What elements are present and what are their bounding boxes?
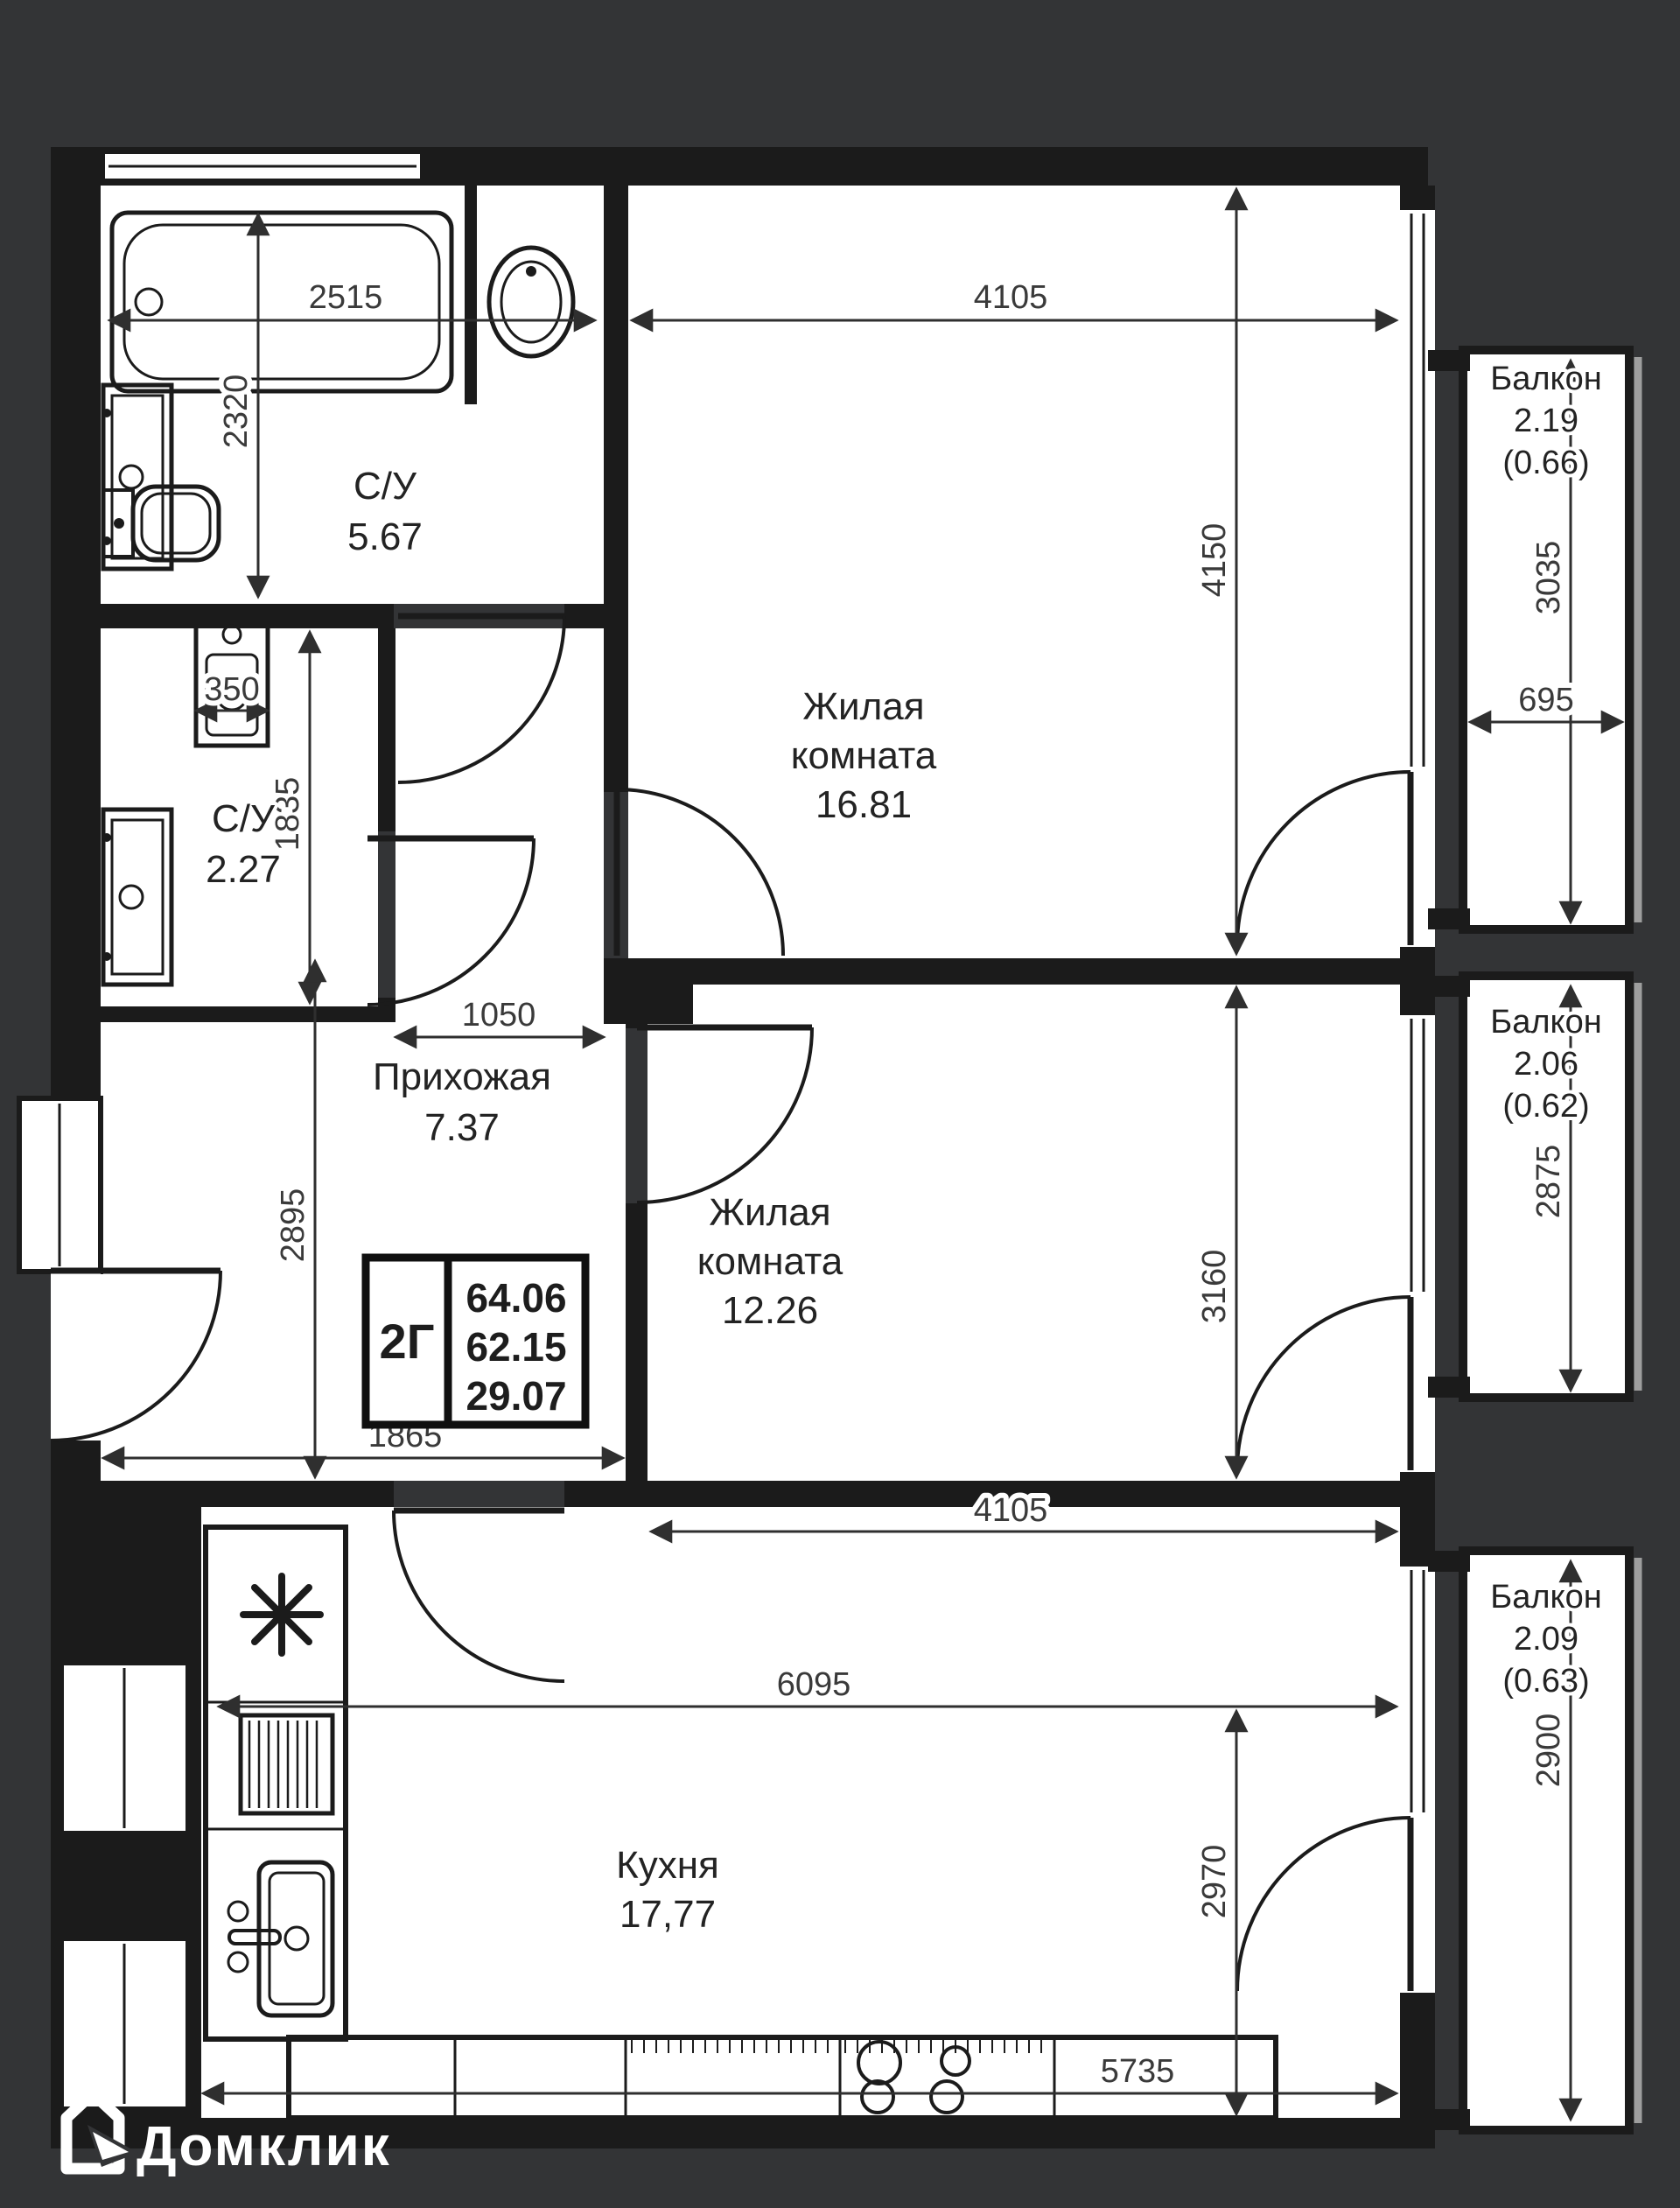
door-entry [50,1267,222,1442]
window-kitchen [1400,1567,1435,1816]
room-label-living1-name: Жилая [802,685,924,728]
balcony1-coeff: (0.66) [1502,445,1589,481]
kitchen-cabinets [203,1525,348,2042]
balcony2-name: Балкон [1490,1004,1601,1041]
dim-4105-top: 4105 [974,279,1048,316]
floor-bath-small [101,628,378,1006]
room-label-living2-name2: комната [697,1240,844,1283]
dim-2900: 2900 [1530,1714,1567,1788]
sink-small-icon [101,807,174,987]
vent-star-icon [240,1573,324,1657]
entry-opening [51,1269,101,1440]
window-living1 [1400,210,1435,770]
balcony1-area: 2.19 [1514,403,1578,439]
kitchen-sink-icon [227,1860,335,2018]
room-label-bath-small-area: 2.27 [206,848,281,891]
door-kitchen [392,1507,565,1683]
area-living: 29.07 [466,1373,566,1419]
fixtures [101,210,1278,2120]
room-label-living2-name: Жилая [709,1191,830,1234]
dim-4105-mid: 4105 [974,1492,1048,1529]
info-block: 2Г 64.06 62.15 29.07 [361,1253,590,1429]
balcony3-area: 2.09 [1514,1621,1578,1658]
sink-icon [101,382,174,571]
logo: Домклик [60,2087,391,2177]
balcony-2 [1459,971,1634,1402]
room-label-hallway-name: Прихожая [373,1055,551,1098]
windows [17,154,1435,2112]
domclick-house-icon [60,2087,125,2175]
dim-5735: 5735 [1101,2053,1175,2090]
dim-695: 695 [1518,682,1573,718]
bathtub-icon [109,210,454,394]
door-bath-small [367,835,536,1006]
window-living2 [1400,1015,1435,1295]
room-label-bath-small-name: С/У [212,797,276,840]
floor-living2 [648,985,1400,1481]
balconies [1428,346,1642,2134]
balcony-1 [1459,346,1634,934]
room-label-living2-area: 12.26 [722,1289,818,1332]
door-bath-large [397,613,566,784]
cursor-icon [93,2132,129,2160]
room-label-bath-large-name: С/У [354,465,417,508]
room-label-kitchen-area: 17,77 [620,1893,716,1936]
dim-2970: 2970 [1196,1845,1233,1919]
dim-1050: 1050 [462,997,536,1034]
floor-kitchen [201,1507,1400,2118]
door-living2 [636,1024,814,1204]
dim-3035: 3035 [1530,541,1567,615]
logo-text: Домклик [136,2114,391,2177]
dim-2895: 2895 [275,1188,312,1263]
room-label-kitchen-name: Кухня [616,1844,719,1887]
doors [50,613,1414,1992]
dim-1835: 1835 [270,777,306,852]
dim-6095: 6095 [777,1666,851,1703]
room-labels: С/У 5.67 С/У 2.27 Прихожая 7.37 Жилая ко… [202,357,1606,1939]
washbasin-icon [486,245,576,359]
toilet-icon [102,484,221,563]
door-opening-kitchen-balcony [1400,1816,1435,1993]
room-label-living1-area: 16.81 [816,783,912,826]
area-secondary: 62.15 [466,1324,566,1370]
dim-4150: 4150 [1196,523,1233,598]
balcony-3 [1459,1546,1634,2134]
dim-3160: 3160 [1196,1250,1233,1324]
room-label-bath-large-area: 5.67 [347,515,423,558]
balcony2-coeff: (0.62) [1502,1088,1589,1125]
door-living1 [613,788,785,957]
room-label-living1-name2: комната [791,734,937,777]
floor-bath-large [101,186,604,604]
area-total: 64.06 [466,1275,566,1321]
apartment-type: 2Г [380,1314,435,1369]
dim-350: 350 [204,671,259,708]
balcony2-area: 2.06 [1514,1046,1578,1083]
dim-2320: 2320 [218,375,255,449]
dim-2875: 2875 [1530,1145,1567,1219]
room-label-hallway-area: 7.37 [424,1106,500,1149]
balcony3-name: Балкон [1490,1579,1601,1616]
balcony3-coeff: (0.63) [1502,1663,1589,1700]
balcony1-name: Балкон [1490,361,1601,397]
dim-2515: 2515 [309,279,383,316]
